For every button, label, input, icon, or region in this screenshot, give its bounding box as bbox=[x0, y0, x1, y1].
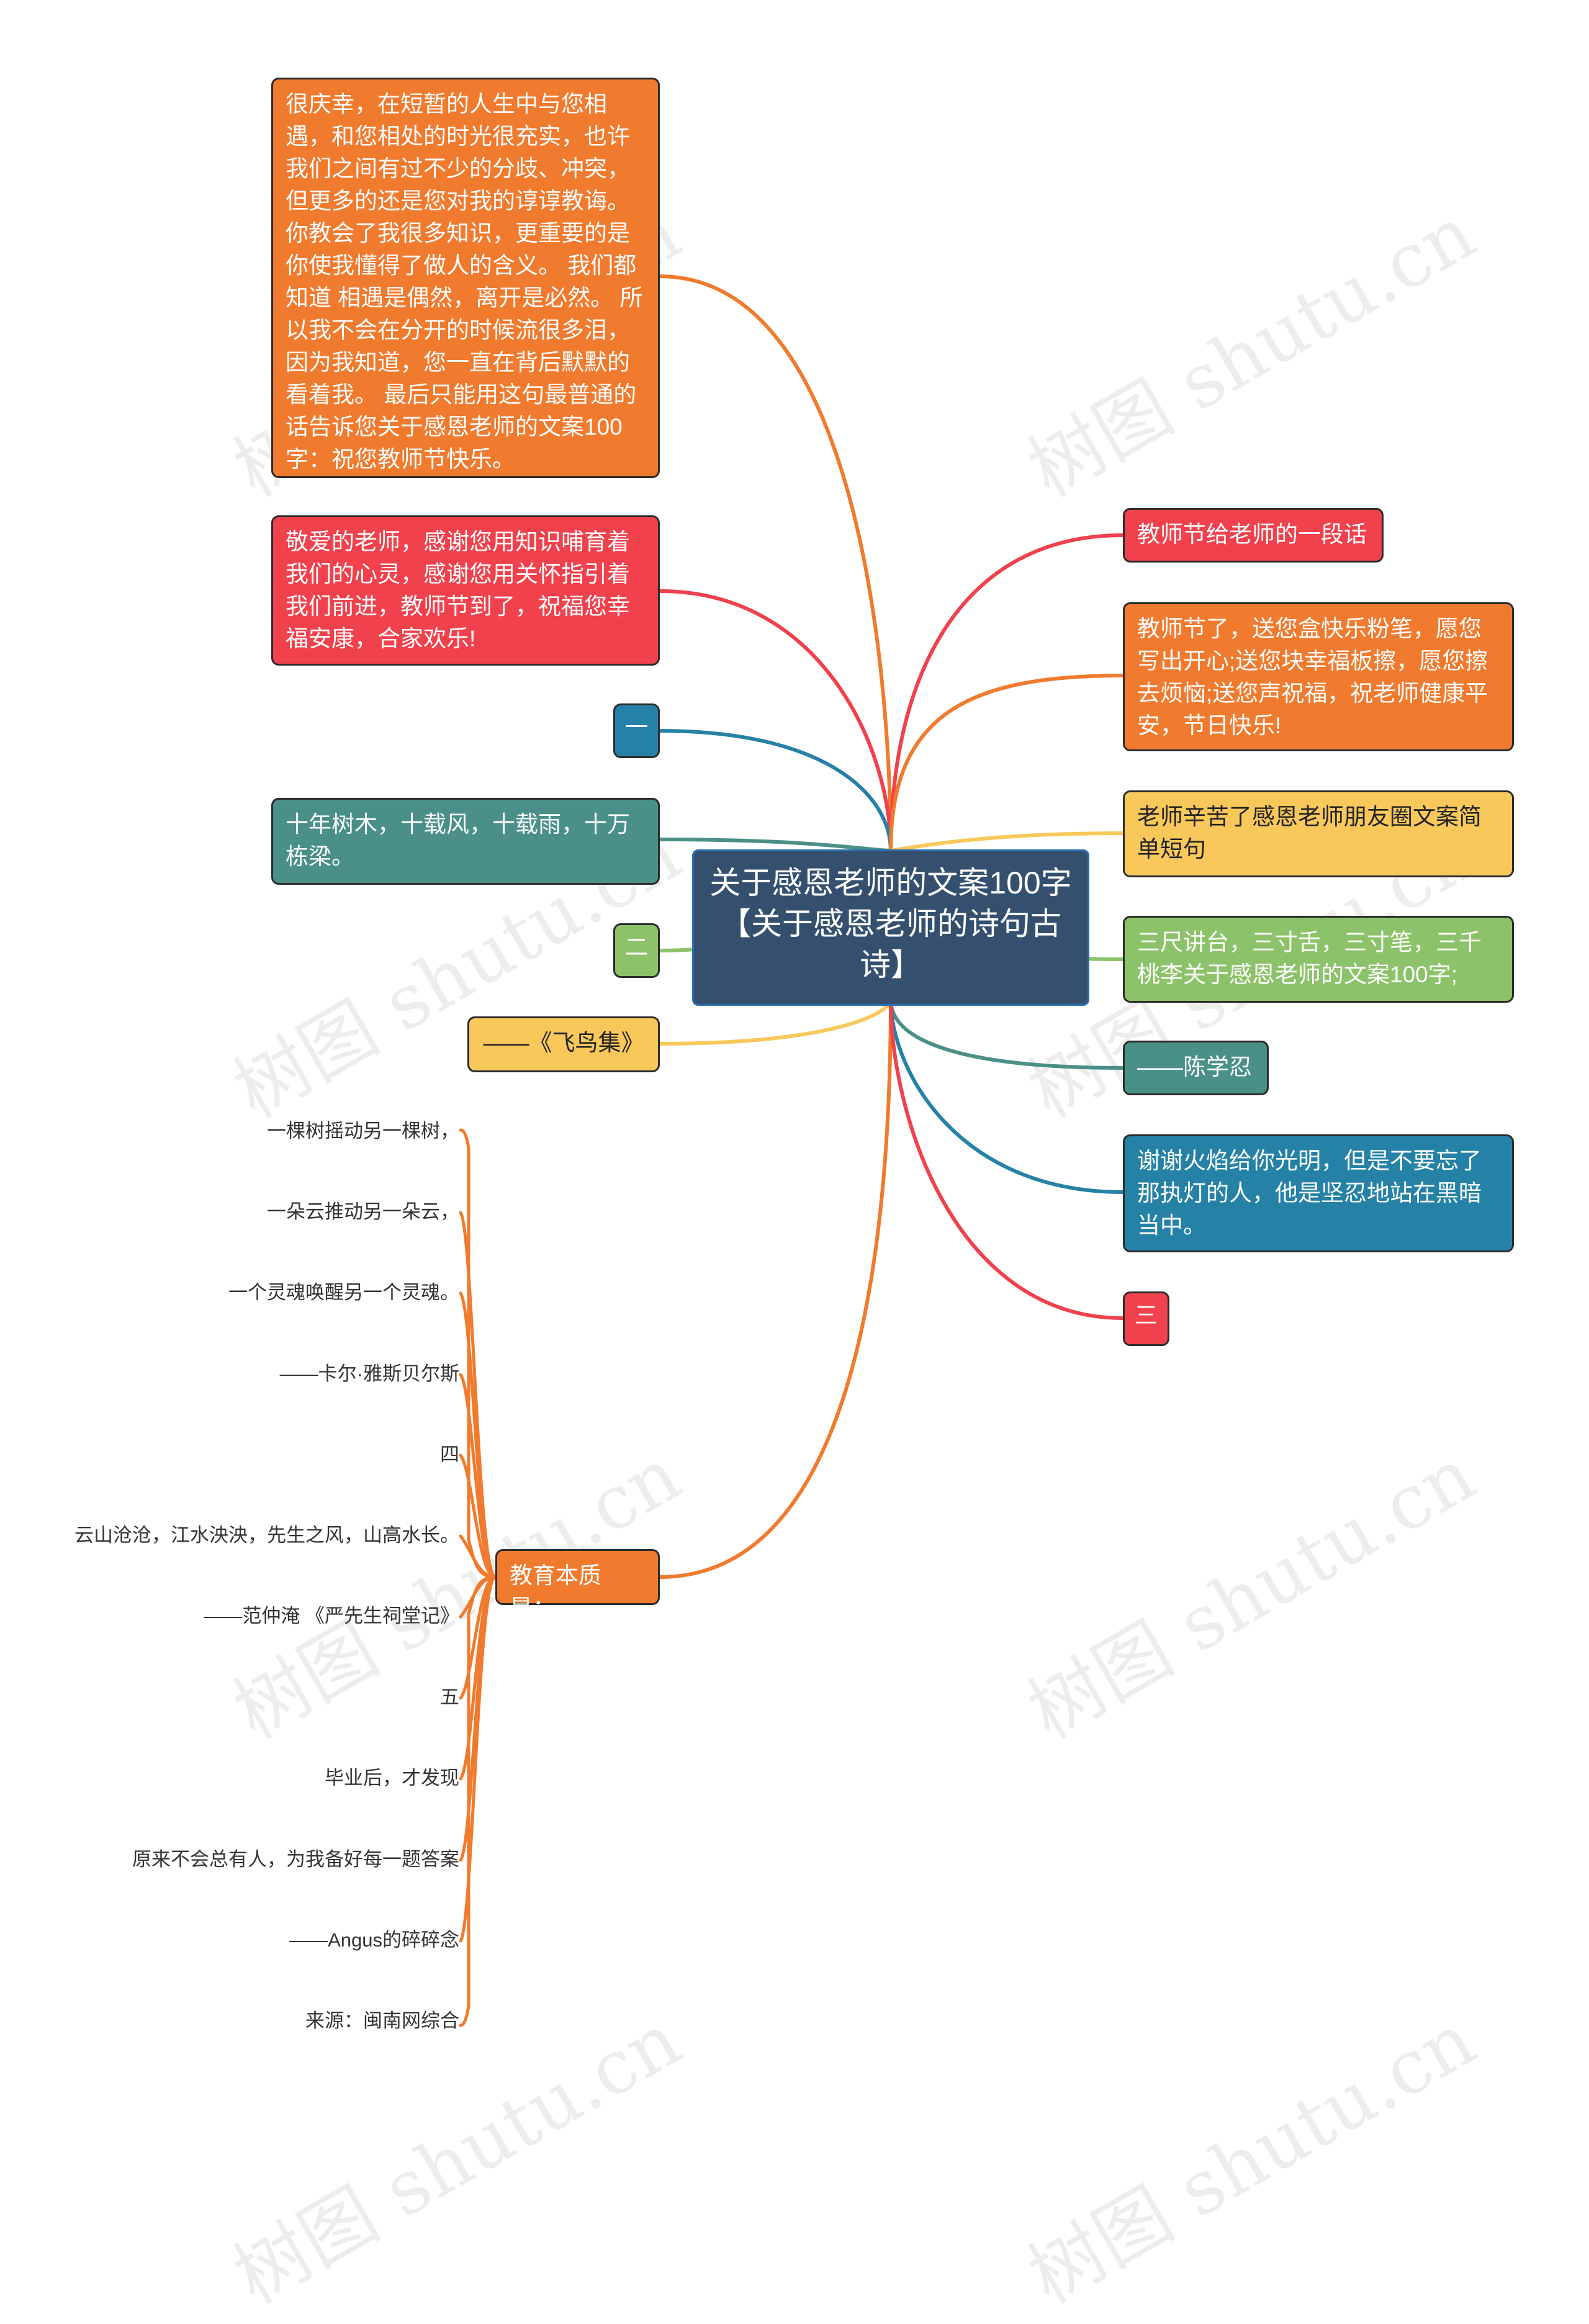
node-two[interactable]: 二 bbox=[613, 923, 660, 978]
education-leaf[interactable]: 四 bbox=[440, 1444, 459, 1465]
node-chen[interactable]: ——陈学忍 bbox=[1123, 1041, 1269, 1095]
node-podium[interactable]: 三尺讲台，三寸舌，三寸笔，三千桃李关于感恩老师的文案100字; bbox=[1123, 916, 1514, 1003]
education-leaf[interactable]: 一朵云推动另一朵云， bbox=[267, 1201, 459, 1223]
education-leaf[interactable]: ——范仲淹 《严先生祠堂记》 bbox=[204, 1605, 459, 1627]
connector-lines bbox=[459, 274, 1125, 2027]
education-leaf[interactable]: 一个灵魂唤醒另一个灵魂。 bbox=[228, 1282, 459, 1303]
node-three[interactable]: 三 bbox=[1123, 1291, 1169, 1346]
education-leaf[interactable]: 原来不会总有人，为我备好每一题答案 bbox=[132, 1848, 459, 1870]
node-education-essence[interactable]: 教育本质是： bbox=[495, 1549, 660, 1621]
node-thanks-fire[interactable]: 谢谢火焰给你光明，但是不要忘了那执灯的人，他是坚忍地站在黑暗当中。 bbox=[1123, 1134, 1514, 1252]
node-dear-teacher[interactable]: 敬爱的老师，感谢您用知识哺育着我们的心灵，感谢您用关怀指引着我们前进，教师节到了… bbox=[271, 515, 660, 666]
node-teachers-day-words[interactable]: 教师节给老师的一段话 bbox=[1123, 508, 1384, 563]
node-hard-work[interactable]: 老师辛苦了感恩老师朋友圈文案简单短句 bbox=[1123, 790, 1514, 877]
education-leaf[interactable]: 一棵树摇动另一棵树， bbox=[267, 1120, 459, 1142]
central-topic[interactable]: 关于感恩老师的文案100字【关于感恩老师的诗句古诗】 bbox=[692, 849, 1089, 1006]
node-chalk-blessing[interactable]: 教师节了，送您盒快乐粉笔，愿您写出开心;送您块幸福板擦，愿您擦去烦恼;送您声祝福… bbox=[1123, 602, 1514, 751]
education-leaf[interactable]: 五 bbox=[440, 1686, 459, 1708]
node-one[interactable]: 一 bbox=[613, 703, 660, 758]
education-leaf[interactable]: 毕业后，才发现 bbox=[325, 1767, 459, 1789]
education-leaf[interactable]: 云山沧沧，江水泱泱，先生之风，山高水长。 bbox=[74, 1524, 459, 1546]
education-leaf[interactable]: ——卡尔·雅斯贝尔斯 bbox=[279, 1363, 459, 1385]
node-long-paragraph[interactable]: 很庆幸，在短暂的人生中与您相遇，和您相处的时光很充实，也许我们之间有过不少的分歧… bbox=[271, 78, 660, 478]
node-ten-years[interactable]: 十年树木，十载风，十载雨，十万栋梁。 bbox=[271, 798, 660, 885]
education-leaf[interactable]: 来源：闽南网综合 bbox=[305, 2010, 459, 2032]
education-leaf[interactable]: ——Angus的碎碎念 bbox=[289, 1929, 459, 1951]
node-stray-birds[interactable]: ——《飞鸟集》 bbox=[467, 1016, 660, 1072]
